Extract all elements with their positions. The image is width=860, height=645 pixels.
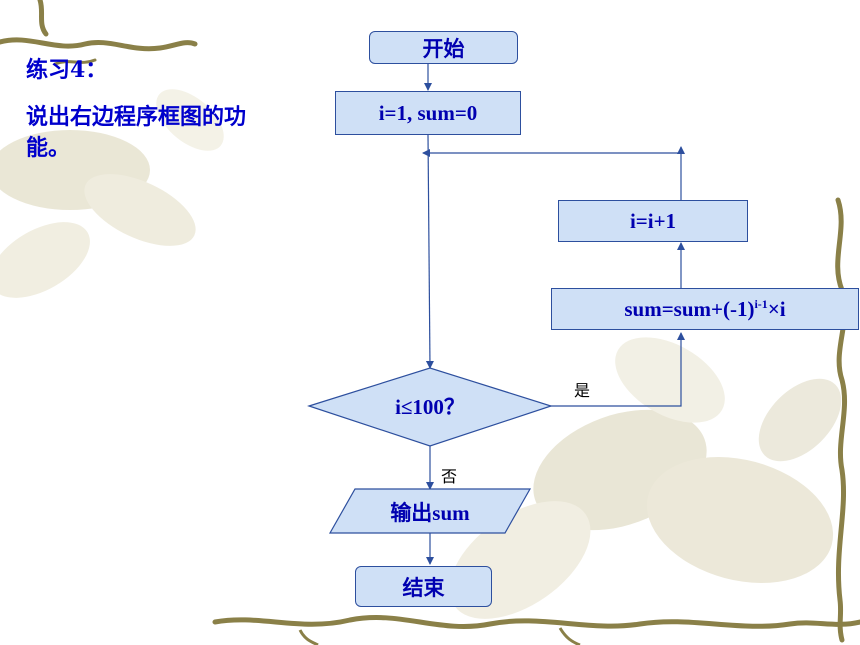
leaf-decoration <box>758 378 842 462</box>
vine-decoration <box>37 0 49 37</box>
leaf-decoration <box>156 89 224 151</box>
leaf-decoration <box>84 174 196 246</box>
leaf-decoration <box>0 222 90 298</box>
condition-diamond <box>307 367 553 447</box>
start-label: 开始 <box>422 36 465 61</box>
yes-label: 是 <box>574 381 591 400</box>
increment-label: i=i+1 <box>629 208 677 233</box>
arrow-init-to-condition <box>425 134 434 369</box>
init-label: i=1, sum=0 <box>378 100 478 125</box>
vine-decoration <box>298 629 319 645</box>
question-text: 说出右边程序框图的功能。 <box>26 104 247 161</box>
vine-decoration <box>0 37 198 52</box>
start-terminal: 开始 <box>369 31 518 64</box>
vine-decoration <box>212 615 860 629</box>
vine-decoration <box>835 197 848 643</box>
exercise-title: 练习4： <box>26 57 108 83</box>
increment-process: i=i+1 <box>558 200 748 242</box>
end-label: 结束 <box>402 575 445 600</box>
leaf-decoration <box>646 457 834 583</box>
init-process: i=1, sum=0 <box>335 91 521 135</box>
update-process: sum=sum+(-1)i-1×i <box>551 288 859 330</box>
output-label: 输出sum <box>390 501 470 525</box>
arrow-yes-to-update <box>550 332 685 407</box>
no-label: 否 <box>441 467 458 486</box>
output-parallelogram <box>328 488 532 534</box>
update-suffix: ×i <box>767 296 786 321</box>
vine-decoration <box>558 627 581 645</box>
update-prefix: sum=sum+(-1) <box>624 296 755 321</box>
update-label: sum=sum+(-1)i-1×i <box>624 297 785 322</box>
update-exponent: i-1 <box>754 296 768 311</box>
leaf-decoration <box>615 337 725 423</box>
end-terminal: 结束 <box>355 566 492 607</box>
condition-label: i≤100？ <box>395 395 465 419</box>
vine-decoration <box>53 58 97 66</box>
